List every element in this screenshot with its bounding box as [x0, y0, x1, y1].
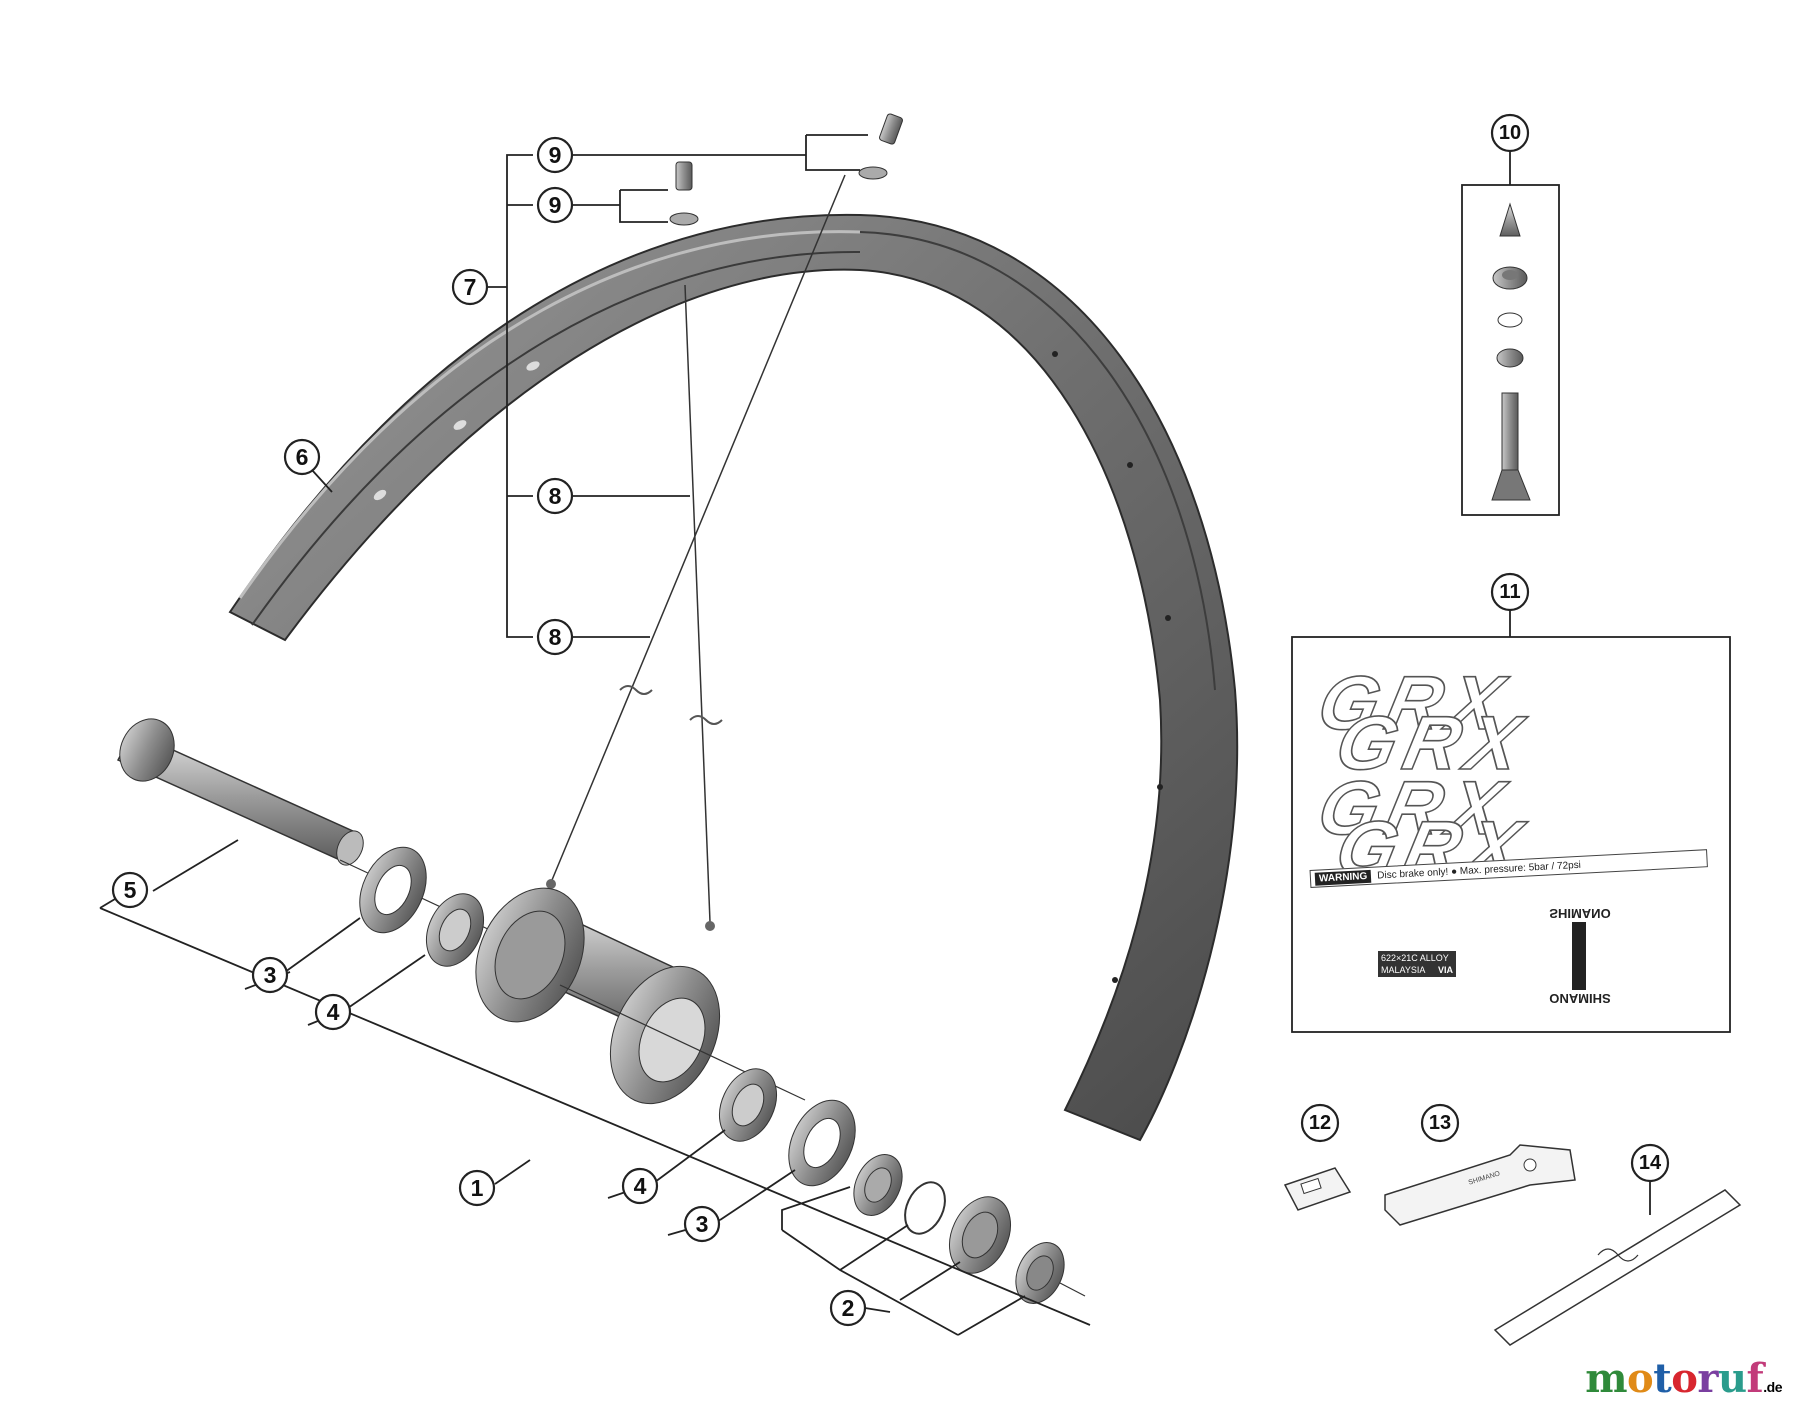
callout-11: 11 — [1490, 572, 1530, 612]
shimano-top: SHIMANO — [1549, 906, 1611, 921]
svg-text:4: 4 — [634, 1173, 647, 1199]
callout-9-upper: 9 — [536, 136, 574, 174]
watermark-letter: o — [1627, 1355, 1654, 1402]
callout-8-upper: 8 — [536, 477, 574, 515]
svg-text:8: 8 — [549, 483, 562, 509]
svg-text:1: 1 — [471, 1175, 484, 1201]
leader-lines — [99, 134, 1651, 1336]
hub-body — [475, 887, 806, 1105]
watermark: motoruf.de — [1585, 1355, 1782, 1402]
callout-13: 13 — [1420, 1103, 1460, 1143]
washer-left — [359, 846, 427, 934]
svg-text:7: 7 — [464, 274, 477, 300]
spoke-long — [546, 174, 846, 889]
watermark-letter: f — [1746, 1355, 1764, 1402]
watermark-letter: u — [1717, 1355, 1747, 1402]
callout-3-right: 3 — [683, 1205, 721, 1243]
spoke-key — [1283, 1167, 1352, 1211]
svg-text:11: 11 — [1499, 581, 1520, 603]
decal-box — [1291, 636, 1731, 1033]
callout-2: 2 — [829, 1289, 867, 1327]
rim-size-line1: 622×21C ALLOY — [1381, 953, 1449, 963]
watermark-tld: .de — [1763, 1379, 1782, 1395]
watermark-brand: motoruf — [1585, 1355, 1764, 1402]
callout-7: 7 — [451, 268, 489, 306]
via-mark: VIA — [1437, 965, 1453, 975]
svg-text:4: 4 — [327, 999, 340, 1025]
washer-right — [788, 1099, 856, 1187]
callout-8-lower: 8 — [536, 618, 574, 656]
callout-9-lower: 9 — [536, 186, 574, 224]
decal-grx-logos: GRX GRX GRX GRX — [1310, 660, 1700, 892]
nipple-lower — [669, 161, 699, 226]
bearing-left — [425, 893, 485, 967]
watermark-letter: m — [1585, 1355, 1628, 1402]
bearing-right — [718, 1068, 778, 1142]
callout-6: 6 — [283, 438, 321, 476]
valve-kit-box — [1461, 184, 1560, 516]
svg-text:3: 3 — [696, 1211, 709, 1237]
callout-10: 10 — [1490, 113, 1530, 153]
o-ring — [904, 1181, 946, 1235]
wrench — [1384, 1144, 1576, 1226]
rim-size-line2: MALAYSIA VIA — [1381, 964, 1453, 976]
rim-size-origin: MALAYSIA — [1381, 965, 1426, 975]
callout-4-right: 4 — [621, 1167, 659, 1205]
svg-text:13: 13 — [1429, 1112, 1451, 1134]
callout-5: 5 — [111, 871, 149, 909]
callout-4-left: 4 — [314, 993, 352, 1031]
watermark-letter: t — [1653, 1355, 1672, 1402]
end-cap-large — [949, 1196, 1011, 1274]
decal-shimano-valve: SHIMANO SHIMANO — [1540, 906, 1620, 1006]
svg-text:10: 10 — [1499, 122, 1521, 144]
decal-rim-size: 622×21C ALLOY MALAYSIA VIA — [1378, 951, 1456, 977]
watermark-letter: r — [1697, 1355, 1718, 1402]
svg-text:9: 9 — [549, 142, 562, 168]
shimano-bottom: SHIMANO — [1549, 991, 1611, 1006]
rim — [228, 213, 1239, 1142]
svg-text:8: 8 — [549, 624, 562, 650]
shimano-bar — [1572, 922, 1586, 990]
end-cap-small — [853, 1154, 903, 1216]
svg-text:9: 9 — [549, 192, 562, 218]
svg-text:3: 3 — [264, 962, 277, 988]
rim-tape — [1493, 1189, 1742, 1346]
svg-text:12: 12 — [1309, 1112, 1331, 1134]
callout-12: 12 — [1300, 1103, 1340, 1143]
callout-14: 14 — [1630, 1143, 1670, 1183]
spoke-short — [684, 284, 723, 931]
end-cap-outer — [1015, 1242, 1086, 1304]
callout-1: 1 — [458, 1169, 496, 1207]
warning-label: WARNING — [1314, 869, 1372, 886]
svg-text:2: 2 — [842, 1295, 855, 1321]
svg-text:14: 14 — [1639, 1152, 1662, 1174]
svg-text:6: 6 — [296, 444, 309, 470]
watermark-letter: o — [1671, 1355, 1698, 1402]
svg-text:5: 5 — [124, 877, 137, 903]
callout-3-left: 3 — [251, 956, 289, 994]
nipple-upper — [858, 113, 903, 180]
